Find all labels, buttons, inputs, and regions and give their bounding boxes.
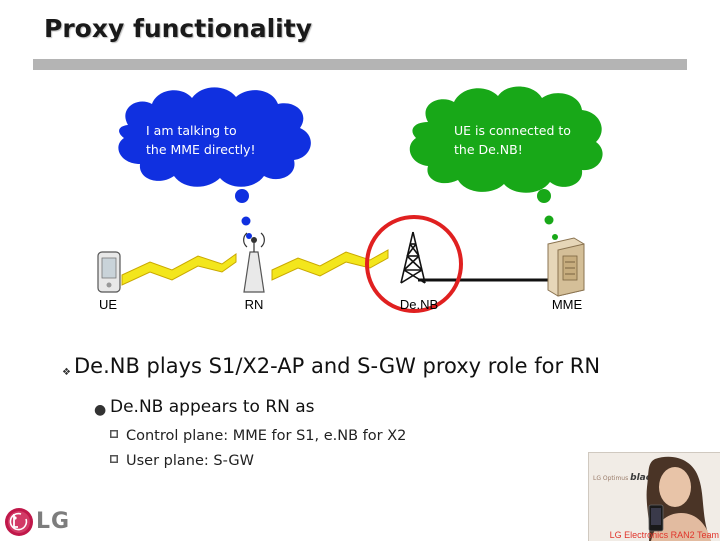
bullet-level1-text: De.NB plays S1/X2-AP and S-GW proxy role… xyxy=(74,354,600,378)
mme-server-icon xyxy=(548,238,584,296)
proxy-diagram xyxy=(0,0,720,340)
ue-phone-icon xyxy=(98,252,120,292)
bullet-marker-icon: ❖ xyxy=(62,367,71,378)
label-denb: De.NB xyxy=(379,297,459,312)
bullet-dot-icon: ● xyxy=(94,402,106,418)
label-mme: MME xyxy=(527,297,607,312)
cloud-left-text: I am talking to the MME directly! xyxy=(146,121,256,159)
promo-team-label: LG Electronics RAN2 Team xyxy=(610,530,719,540)
bullet-level2-text: De.NB appears to RN as xyxy=(110,397,315,417)
cloud-right-text: UE is connected to the De.NB! xyxy=(454,121,571,159)
lg-logo-wordmark: LG xyxy=(36,509,70,534)
lg-logo-icon xyxy=(4,507,34,537)
label-ue: UE xyxy=(68,297,148,312)
denb-tower-icon xyxy=(401,232,425,283)
bullet-level3-text: User plane: S-GW xyxy=(126,453,254,469)
square-bullet-icon xyxy=(110,455,118,463)
rn-relay-icon xyxy=(244,233,265,292)
promo-image: LG Optimus black LG Electronics RAN2 Tea… xyxy=(588,452,720,541)
wireless-link-ue-rn xyxy=(122,254,236,285)
promo-person-illustration xyxy=(589,453,720,541)
cloud-right xyxy=(410,86,603,240)
label-rn: RN xyxy=(214,297,294,312)
wireless-link-rn-denb xyxy=(272,250,388,280)
cloud-left xyxy=(118,87,311,239)
square-bullet-icon xyxy=(110,430,118,438)
bullet-level3-text: Control plane: MME for S1, e.NB for X2 xyxy=(126,428,406,444)
